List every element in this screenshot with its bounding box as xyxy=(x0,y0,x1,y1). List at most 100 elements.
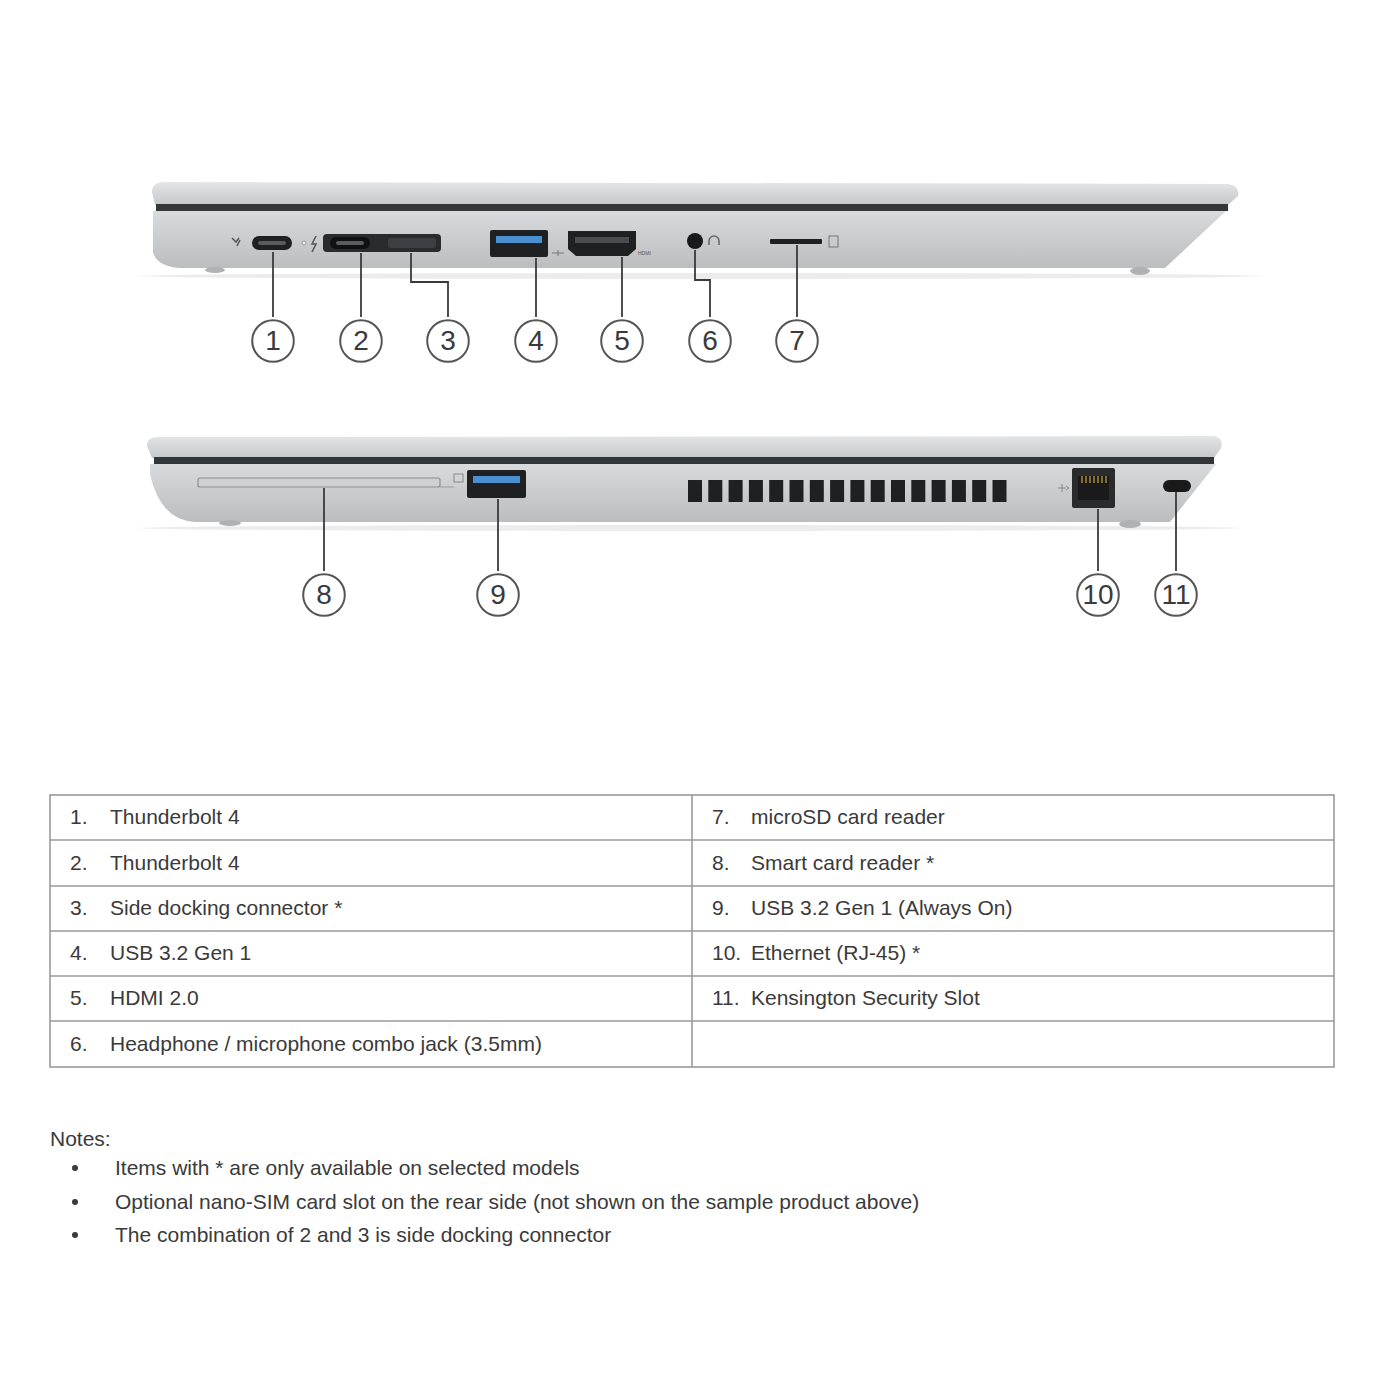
foot xyxy=(1130,267,1150,275)
usb-a-port xyxy=(490,230,548,257)
foot xyxy=(219,520,241,526)
foot xyxy=(205,267,225,273)
vents xyxy=(688,480,1007,502)
table-cell: 5. xyxy=(70,986,88,1010)
table-cell: 1. xyxy=(70,805,88,829)
port-tongue xyxy=(336,241,364,245)
ethernet-pins xyxy=(1082,476,1106,483)
callout-number: 8 xyxy=(302,573,346,617)
table-cell: USB 3.2 Gen 1 (Always On) xyxy=(751,896,1012,920)
callout-circle: 1 xyxy=(251,319,295,363)
network-icon xyxy=(1058,484,1069,492)
lid xyxy=(152,182,1238,205)
laptop-left-side xyxy=(140,182,1260,279)
thunderbolt-port xyxy=(330,237,370,249)
callout-circle: 9 xyxy=(476,573,520,617)
vent-slot xyxy=(932,480,946,502)
vent-slot xyxy=(688,480,702,502)
callout-circle: 8 xyxy=(302,573,346,617)
callout-number: 4 xyxy=(514,319,558,363)
thunderbolt-icon xyxy=(312,236,316,252)
callout-circle: 5 xyxy=(600,319,644,363)
hdmi-tongue xyxy=(575,237,629,243)
bullets xyxy=(72,1165,78,1238)
vent-slot xyxy=(810,480,824,502)
vent-slot xyxy=(972,480,986,502)
table-cell: 10. xyxy=(712,941,741,965)
kensington-slot xyxy=(1163,480,1191,492)
ethernet-opening xyxy=(1078,476,1109,500)
vent-slot xyxy=(769,480,783,502)
hinge-gap xyxy=(154,457,1214,464)
leader-lines xyxy=(273,245,797,317)
callout-circle: 4 xyxy=(514,319,558,363)
table-cell: Kensington Security Slot xyxy=(751,986,980,1010)
table-cell: 4. xyxy=(70,941,88,965)
vent-slot xyxy=(850,480,864,502)
table-cell: Smart card reader * xyxy=(751,851,934,875)
callout-circle: 6 xyxy=(688,319,732,363)
callout-circle: 7 xyxy=(775,319,819,363)
laptop-right-side xyxy=(140,436,1240,531)
table-cell: microSD card reader xyxy=(751,805,945,829)
base xyxy=(150,464,1216,522)
slot-edge xyxy=(440,487,454,488)
vent-slot xyxy=(993,480,1007,502)
usb-power-icon xyxy=(454,474,463,482)
base xyxy=(153,211,1226,268)
vent-slot xyxy=(911,480,925,502)
usb-a-port xyxy=(467,470,526,498)
callout-number: 9 xyxy=(476,573,520,617)
callout-circle: 3 xyxy=(426,319,470,363)
callout-circle: 10 xyxy=(1076,573,1120,617)
vent-slot xyxy=(952,480,966,502)
table-cell: 8. xyxy=(712,851,730,875)
callout-number: 11 xyxy=(1154,573,1198,617)
notes-heading: Notes: xyxy=(50,1127,111,1151)
side-dock-housing xyxy=(323,234,441,252)
usb-c-port xyxy=(252,236,292,250)
usb-tongue xyxy=(473,476,520,483)
hinge-gap xyxy=(156,204,1228,211)
callout-number: 10 xyxy=(1076,573,1120,617)
note-text: Items with * are only available on selec… xyxy=(115,1156,580,1180)
callout-number: 6 xyxy=(688,319,732,363)
hdmi-port xyxy=(568,231,636,256)
table-cell: Side docking connector * xyxy=(110,896,342,920)
vent-slot xyxy=(790,480,804,502)
smart-card-slot xyxy=(198,478,440,487)
table-cell: 7. xyxy=(712,805,730,829)
callout-circle: 2 xyxy=(339,319,383,363)
table-cell: 11. xyxy=(712,986,740,1010)
ethernet-port xyxy=(1072,468,1115,508)
table-cell: Ethernet (RJ-45) * xyxy=(751,941,920,965)
table-cell: 3. xyxy=(70,896,88,920)
audio-jack xyxy=(687,233,703,249)
table-cell: HDMI 2.0 xyxy=(110,986,199,1010)
port-tongue xyxy=(258,241,286,245)
vent-slot xyxy=(891,480,905,502)
table-cell: Thunderbolt 4 xyxy=(110,851,240,875)
card-icon xyxy=(829,236,838,247)
foot xyxy=(1119,520,1141,528)
usb-tongue xyxy=(496,236,542,243)
shadow xyxy=(140,525,1240,531)
callout-number: 1 xyxy=(251,319,295,363)
dock-connector xyxy=(388,238,436,248)
power-icon xyxy=(232,238,240,246)
lid xyxy=(147,436,1222,458)
microsd-slot xyxy=(770,239,822,244)
callout-number: 2 xyxy=(339,319,383,363)
port-marking: HDMI xyxy=(638,250,651,256)
vent-slot xyxy=(749,480,763,502)
table-cell: 6. xyxy=(70,1032,88,1056)
callout-number: 7 xyxy=(775,319,819,363)
table-grid xyxy=(50,795,1334,1067)
note-text: The combination of 2 and 3 is side docki… xyxy=(115,1223,611,1247)
vent-slot xyxy=(871,480,885,502)
vent-slot xyxy=(729,480,743,502)
table-cell: Headphone / microphone combo jack (3.5mm… xyxy=(110,1032,542,1056)
led xyxy=(302,241,306,245)
note-text: Optional nano-SIM card slot on the rear … xyxy=(115,1190,919,1214)
